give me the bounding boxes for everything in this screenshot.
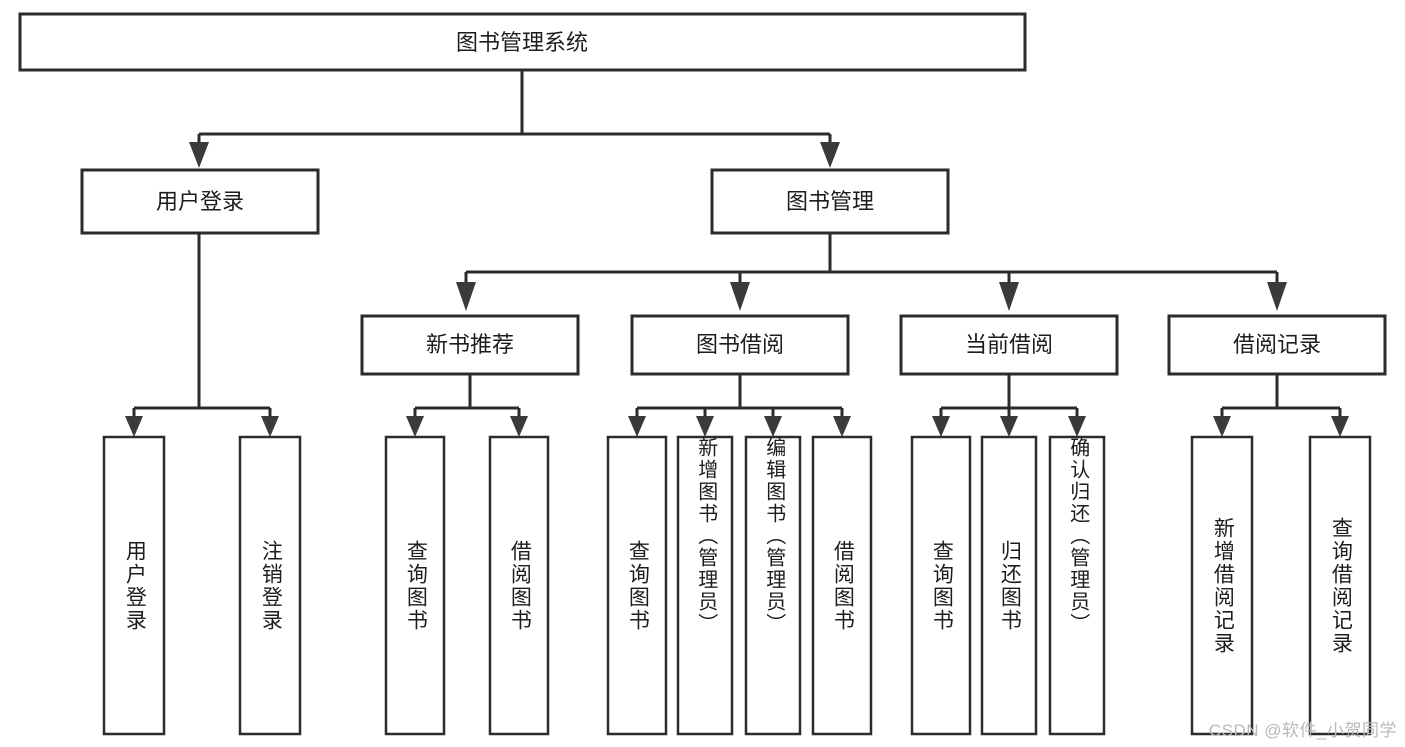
node-leaf-return-book[interactable] [980, 435, 1038, 736]
node-leaf-add-record[interactable] [1190, 435, 1254, 736]
node-root-label: 图书管理系统 [456, 30, 588, 55]
connector-currentborrow-to-leaves [932, 374, 1086, 437]
node-borrow-record-label: 借阅记录 [1233, 332, 1321, 357]
csdn-watermark: CSDN @软件_小贺同学 [1208, 721, 1397, 740]
node-book-management[interactable]: 图书管理 [710, 168, 950, 235]
node-borrow-record[interactable]: 借阅记录 [1167, 314, 1387, 376]
node-leaf-user-login[interactable] [102, 435, 166, 736]
node-current-borrow[interactable]: 当前借阅 [899, 314, 1119, 376]
node-leaf-borrow-book-1[interactable] [488, 435, 550, 736]
node-leaf-edit-book[interactable] [744, 435, 802, 736]
node-current-borrow-label: 当前借阅 [965, 332, 1053, 357]
connector-bookborrow-to-leaves [628, 374, 851, 437]
connector-borrowrecord-to-leaves [1213, 374, 1349, 437]
connector-newbook-to-leaves [406, 374, 528, 437]
node-leaf-query-book-2[interactable] [606, 435, 668, 736]
node-leaf-query-record[interactable] [1308, 435, 1372, 736]
node-leaf-add-book[interactable] [676, 435, 734, 736]
node-book-management-label: 图书管理 [786, 189, 874, 214]
node-book-borrow-label: 图书借阅 [696, 332, 784, 357]
node-new-book-recommend[interactable]: 新书推荐 [360, 314, 580, 376]
node-leaf-logout-login[interactable] [238, 435, 302, 736]
node-new-book-recommend-label: 新书推荐 [426, 332, 514, 357]
node-leaf-query-book-1[interactable] [384, 435, 446, 736]
node-leaf-query-book-3[interactable] [910, 435, 972, 736]
node-book-borrow[interactable]: 图书借阅 [630, 314, 850, 376]
node-root[interactable]: 图书管理系统 [18, 12, 1027, 72]
node-leaf-borrow-book-2[interactable] [811, 435, 873, 736]
node-user-login-label: 用户登录 [156, 189, 244, 214]
node-leaf-confirm-return[interactable] [1048, 435, 1106, 736]
connector-userlogin-to-leaves [125, 233, 279, 437]
node-user-login[interactable]: 用户登录 [80, 168, 320, 235]
connector-bookmgmt-to-level3 [456, 233, 1287, 311]
connector-root-to-level2 [189, 70, 840, 168]
